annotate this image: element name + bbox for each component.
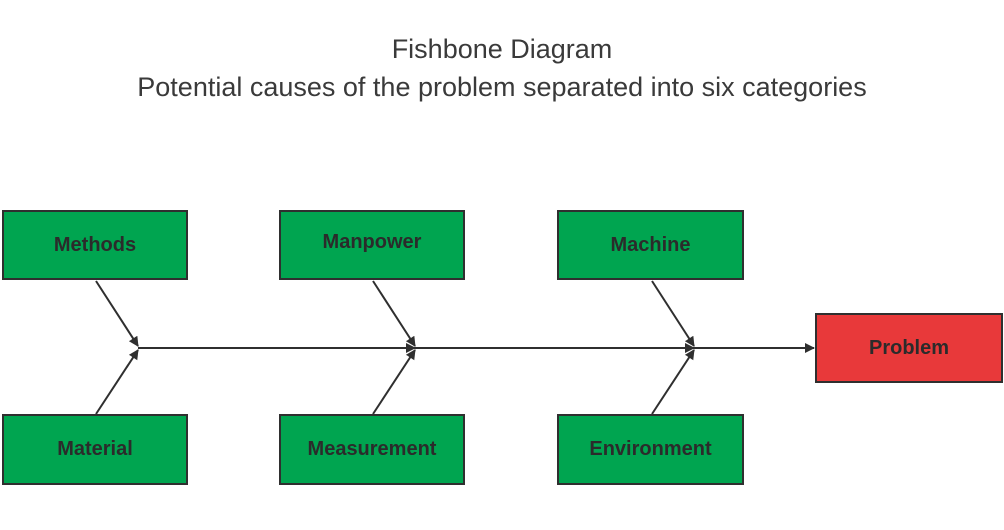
rib-arrow-manpower (372, 280, 416, 347)
diagram-subtitle: Potential causes of the problem separate… (137, 72, 867, 102)
title-block: Fishbone Diagram Potential causes of the… (0, 30, 1004, 106)
cause-box-methods: Methods (2, 210, 188, 280)
rib-arrow-measurement (372, 349, 416, 415)
diagram-title: Fishbone Diagram (391, 34, 613, 64)
rib-arrow-methods (95, 280, 139, 347)
cause-box-manpower: Manpower (279, 210, 465, 280)
problem-label: Problem (868, 336, 950, 359)
rib-arrow-material (95, 349, 139, 415)
problem-box: Problem (815, 313, 1003, 383)
cause-label-material: Material (57, 438, 133, 460)
cause-label-environment: Environment (589, 438, 712, 460)
rib-arrow-environment (651, 349, 695, 415)
cause-box-measurement: Measurement (279, 414, 465, 485)
cause-label-machine: Machine (610, 233, 691, 256)
cause-box-environment: Environment (557, 414, 744, 485)
rib-arrow-machine (651, 280, 695, 347)
cause-label-measurement: Measurement (307, 438, 437, 460)
cause-box-machine: Machine (557, 210, 744, 280)
cause-label-manpower: Manpower (322, 230, 422, 253)
cause-box-material: Material (2, 414, 188, 485)
cause-label-methods: Methods (53, 233, 137, 256)
